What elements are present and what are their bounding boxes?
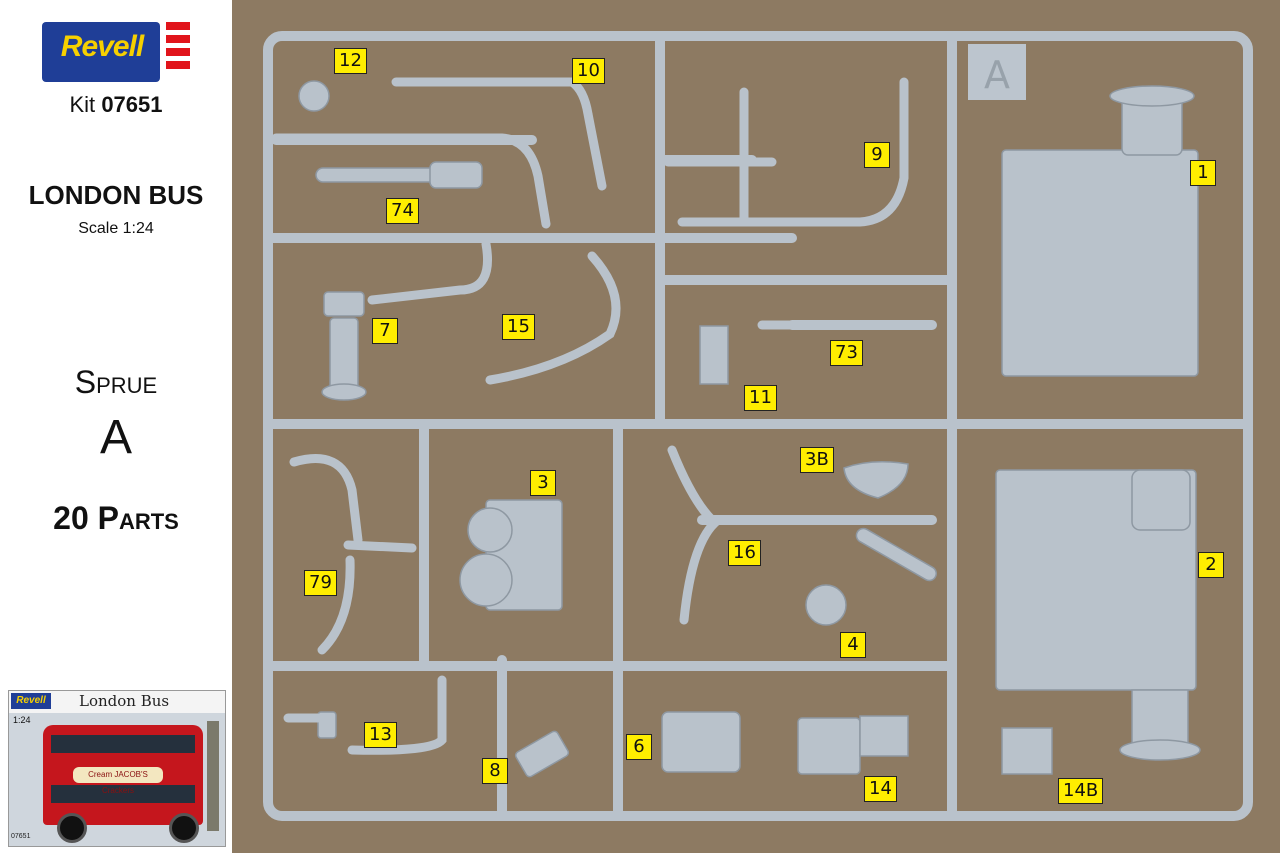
logo-stripes — [166, 22, 190, 82]
sprue-tab-letter: A — [984, 53, 1010, 97]
kit-number: Kit 07651 — [0, 92, 232, 118]
part-label-11: 11 — [744, 385, 777, 411]
model-scale: Scale 1:24 — [78, 220, 154, 237]
part-label-13: 13 — [364, 722, 397, 748]
part-label-14b: 14B — [1058, 778, 1104, 804]
part-label-73: 73 — [830, 340, 863, 366]
part-label-3: 3 — [530, 470, 556, 496]
box-art-scale: 1:24 — [13, 715, 31, 725]
revell-logo: Revell — [42, 22, 190, 82]
part-label-3b: 3B — [800, 447, 834, 473]
part-label-10: 10 — [572, 58, 605, 84]
model-title: LONDON BUS — [28, 180, 204, 210]
part-label-16: 16 — [728, 540, 761, 566]
part-label-79: 79 — [304, 570, 337, 596]
box-art-logo: Revell — [11, 693, 51, 709]
part-label-15: 15 — [502, 314, 535, 340]
box-art-image: Revell London Bus 1:24 Cream JACOB'S Cra… — [8, 690, 226, 847]
kit-prefix: Kit — [69, 92, 96, 117]
part-label-14: 14 — [864, 776, 897, 802]
logo-badge: Revell — [42, 22, 160, 82]
bus-advert-sign: Cream JACOB'S Crackers — [73, 767, 163, 795]
sprue-label: Sprue — [74, 364, 158, 400]
sprue-photo: A — [232, 0, 1280, 853]
part-label-12: 12 — [334, 48, 367, 74]
kit-number-value: 07651 — [101, 92, 163, 117]
box-art-kit-number: 07651 — [11, 833, 31, 840]
sprue-drawing: A — [263, 31, 1253, 821]
box-art-header: Revell London Bus — [9, 691, 225, 713]
part-label-1: 1 — [1190, 160, 1216, 186]
big-ben-tower — [207, 721, 219, 831]
parts-count: 20 Parts — [53, 500, 179, 536]
part-label-8: 8 — [482, 758, 508, 784]
box-art-title: London Bus — [79, 692, 170, 710]
sprue-letter: A — [99, 411, 132, 464]
part-label-2: 2 — [1198, 552, 1224, 578]
part-label-9: 9 — [864, 142, 890, 168]
part-label-4: 4 — [840, 632, 866, 658]
bus-illustration — [43, 725, 203, 825]
info-panel: Revell Kit 07651 LONDON BUS Scale 1:24 S… — [0, 0, 232, 853]
part-label-6: 6 — [626, 734, 652, 760]
part-label-7: 7 — [372, 318, 398, 344]
part-label-74: 74 — [386, 198, 419, 224]
logo-text: Revell — [60, 30, 144, 63]
